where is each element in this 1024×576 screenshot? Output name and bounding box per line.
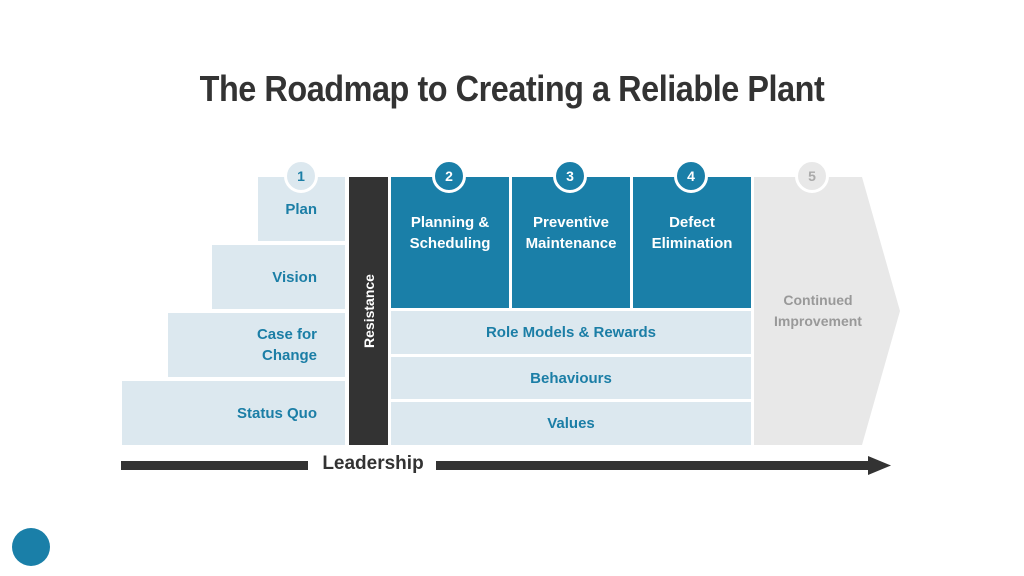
continued-label-1: Continued	[783, 292, 853, 308]
logo-icon	[12, 528, 50, 566]
foundation-values: Values	[391, 402, 751, 445]
stair-vision-label: Vision	[272, 268, 317, 286]
step-planning-scheduling: Planning & Scheduling	[391, 177, 509, 308]
foundation-role-models: Role Models & Rewards	[391, 311, 751, 354]
continued-label-2: Improvement	[774, 313, 862, 329]
step3-label-2: Maintenance	[525, 234, 617, 252]
step-number-5: 5	[795, 159, 829, 193]
stair-status-quo-label: Status Quo	[236, 404, 317, 422]
foundation-label: Values	[547, 415, 595, 432]
step4-label-2: Elimination	[651, 234, 733, 252]
stair-case-label-2: Change	[261, 347, 317, 364]
stair-plan-label: Plan	[285, 200, 317, 218]
step-number-3: 3	[553, 159, 587, 193]
step2-label-2: Scheduling	[409, 234, 491, 252]
stair-case-label-1: Case for	[256, 326, 317, 343]
step-number-1: 1	[284, 159, 318, 193]
continued-improvement-arrow	[754, 177, 900, 445]
foundation-behaviours: Behaviours	[391, 357, 751, 399]
foundation-label: Role Models & Rewards	[485, 324, 657, 341]
step-number-2: 2	[432, 159, 466, 193]
step3-label-1: Preventive	[533, 213, 609, 231]
stair-status-quo: Status Quo	[122, 381, 345, 445]
step2-label-1: Planning &	[410, 213, 490, 231]
leadership-label: Leadership	[322, 453, 424, 474]
resistance-label: Resistance	[360, 274, 377, 348]
step4-label-1: Defect	[669, 213, 715, 231]
page-title: The Roadmap to Creating a Reliable Plant	[199, 68, 825, 109]
step-number-4: 4	[674, 159, 708, 193]
foundation-label: Behaviours	[530, 369, 612, 387]
stair-vision: Vision	[212, 245, 345, 309]
leadership-bar-left	[121, 461, 308, 470]
leadership-arrow-icon	[436, 456, 891, 475]
resistance-bar: Resistance	[349, 177, 388, 445]
